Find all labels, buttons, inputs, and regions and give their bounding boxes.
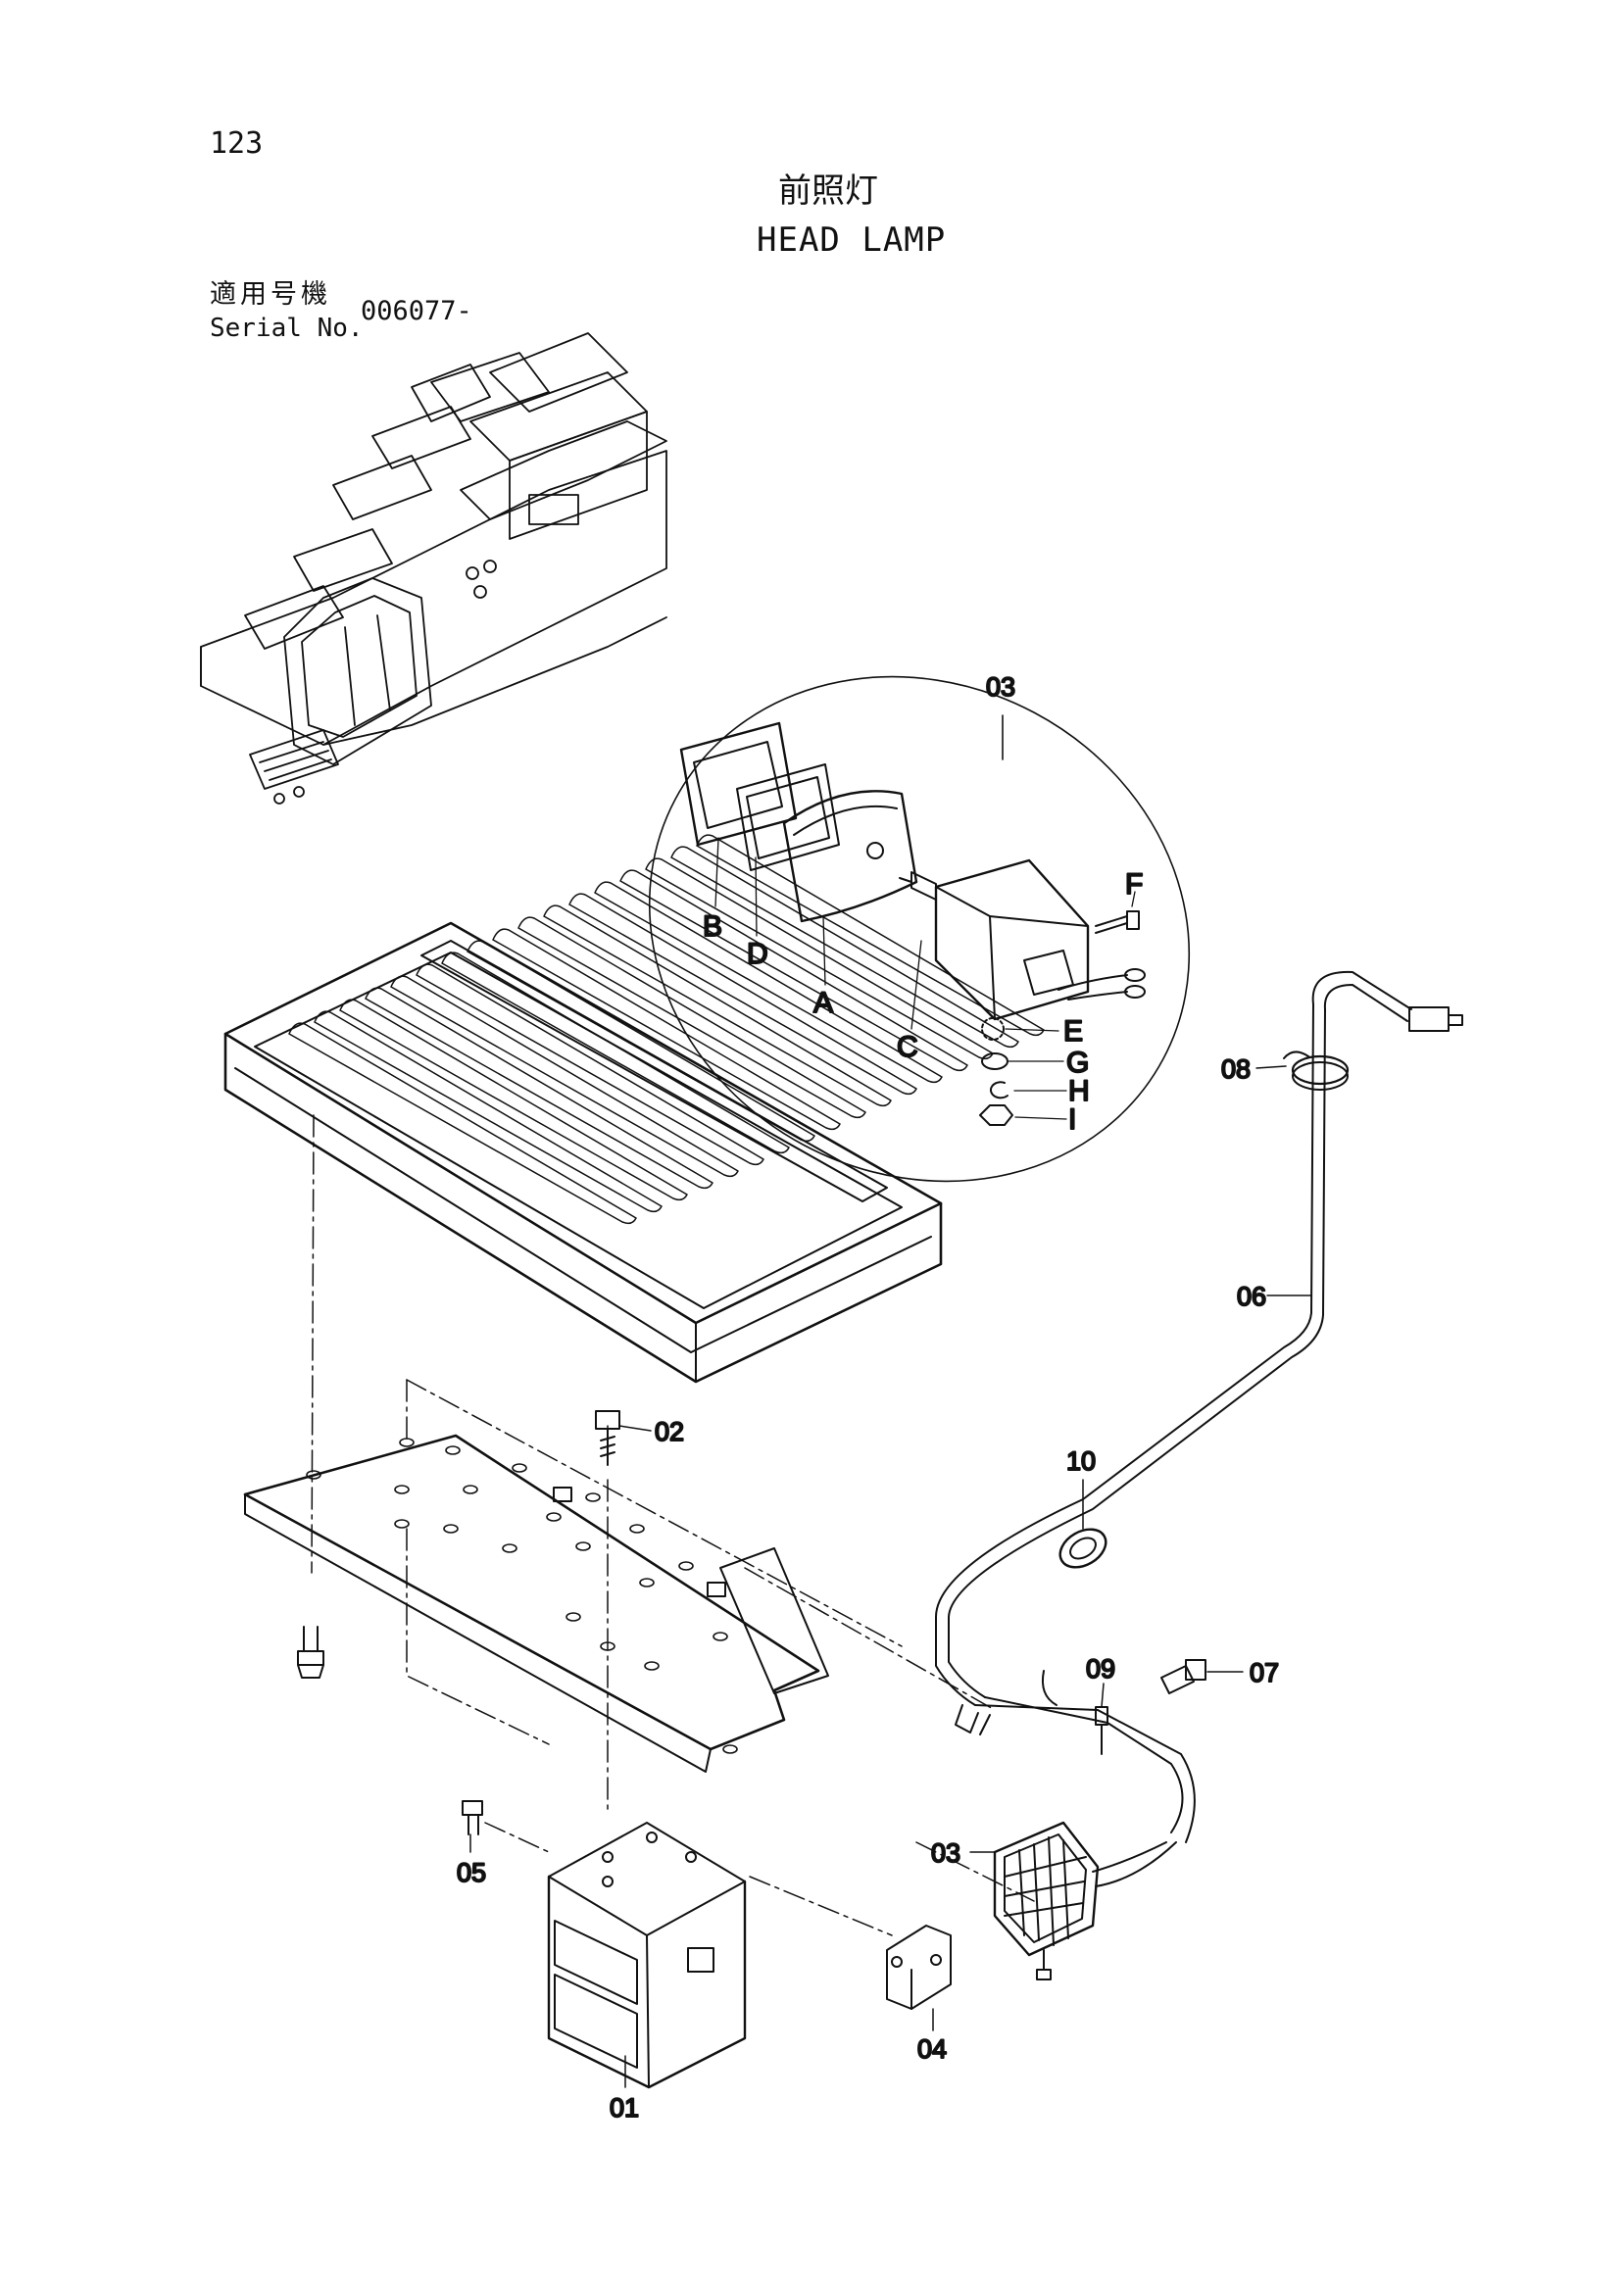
bolt-07 (1160, 1659, 1206, 1694)
plate-hole (629, 1524, 645, 1534)
mat-rib (416, 963, 764, 1166)
mat-rib (619, 869, 968, 1072)
sub-part-label-f: F (1125, 868, 1143, 901)
callout-08: 08 (1221, 1054, 1251, 1084)
mat-rib (670, 846, 1019, 1049)
title-english: HEAD LAMP (757, 220, 947, 260)
callout-10: 10 (1066, 1446, 1096, 1476)
plate-hole (566, 1612, 581, 1622)
base-plate-illustration (243, 1434, 829, 1773)
bracket-04-illustration (886, 1925, 952, 2010)
mat-rib (467, 940, 815, 1143)
sub-part-label-d: D (747, 938, 768, 970)
mat-rib (390, 975, 739, 1178)
mat-rib (365, 987, 713, 1190)
base-plate-holes (306, 1438, 738, 1754)
mat-rib (594, 881, 943, 1084)
plate-hole (639, 1578, 655, 1588)
mat-rib (314, 1010, 663, 1213)
plate-hole (306, 1470, 321, 1480)
mat-rib (568, 893, 917, 1096)
plate-hole (502, 1543, 517, 1553)
serial-number-value: 006077- (361, 296, 472, 326)
callout-leaders (469, 1065, 1312, 2088)
mat-rib (339, 999, 688, 1201)
callout-04: 04 (917, 2034, 947, 2064)
sub-part-label-i: I (1068, 1103, 1076, 1136)
callout-07: 07 (1250, 1658, 1279, 1687)
serial-label-japanese: 適用号機 (210, 279, 331, 310)
mat-rib (696, 834, 1045, 1037)
serial-label-english: Serial No. (210, 314, 364, 343)
callout-05: 05 (457, 1858, 486, 1887)
sub-part-label-b: B (703, 910, 722, 943)
callout-02: 02 (655, 1417, 684, 1446)
plate-hole (445, 1445, 461, 1455)
sub-part-label-g: G (1066, 1047, 1089, 1079)
callout-03-detail: 03 (986, 672, 1015, 702)
callout-09: 09 (1086, 1654, 1115, 1684)
sub-part-label-a: A (813, 987, 833, 1019)
mat-rib (517, 916, 866, 1119)
callout-03-lamp: 03 (931, 1838, 960, 1868)
plate-hole (394, 1485, 410, 1494)
wire-harness-06-illustration (935, 970, 1463, 1843)
bracket-01-illustration (547, 1822, 747, 2089)
plate-hole (678, 1561, 694, 1571)
plate-hole (644, 1661, 660, 1671)
work-lamp-03-illustration (993, 1821, 1177, 1980)
excavator-overview-illustration (200, 332, 667, 805)
plate-hole (585, 1492, 601, 1502)
sub-part-label-c: C (897, 1031, 918, 1063)
plate-hole (722, 1744, 738, 1754)
callout-01: 01 (610, 2093, 639, 2123)
bolt-02 (595, 1410, 620, 1466)
floor-mat-illustration (223, 921, 943, 1384)
bolt-05 (462, 1800, 483, 1835)
grommet-10-illustration (1058, 1528, 1107, 1569)
clip-08-illustration (1283, 1050, 1350, 1091)
assembly-reference-lines (311, 1114, 1035, 1936)
page-number: 123 (210, 126, 264, 161)
plate-hole (512, 1463, 527, 1473)
mat-rib (288, 1022, 637, 1225)
sub-part-label-e: E (1063, 1015, 1083, 1048)
mat-rib (492, 928, 841, 1131)
mat-ribs (288, 834, 1045, 1225)
lamp-detail-group (648, 675, 1191, 1183)
plate-hole (394, 1519, 410, 1529)
mat-rib (645, 857, 994, 1060)
title-japanese: 前照灯 (778, 171, 878, 211)
plate-hole (546, 1512, 562, 1522)
mat-rib (543, 904, 892, 1107)
plate-hole (575, 1541, 591, 1551)
callout-06: 06 (1237, 1282, 1266, 1311)
plate-hole (713, 1632, 728, 1641)
plate-hole (443, 1524, 459, 1534)
sub-part-label-h: H (1068, 1075, 1090, 1107)
plate-hole (463, 1485, 478, 1494)
bolt-left (297, 1626, 324, 1679)
mat-rib (441, 952, 790, 1154)
plate-hole (399, 1438, 415, 1447)
